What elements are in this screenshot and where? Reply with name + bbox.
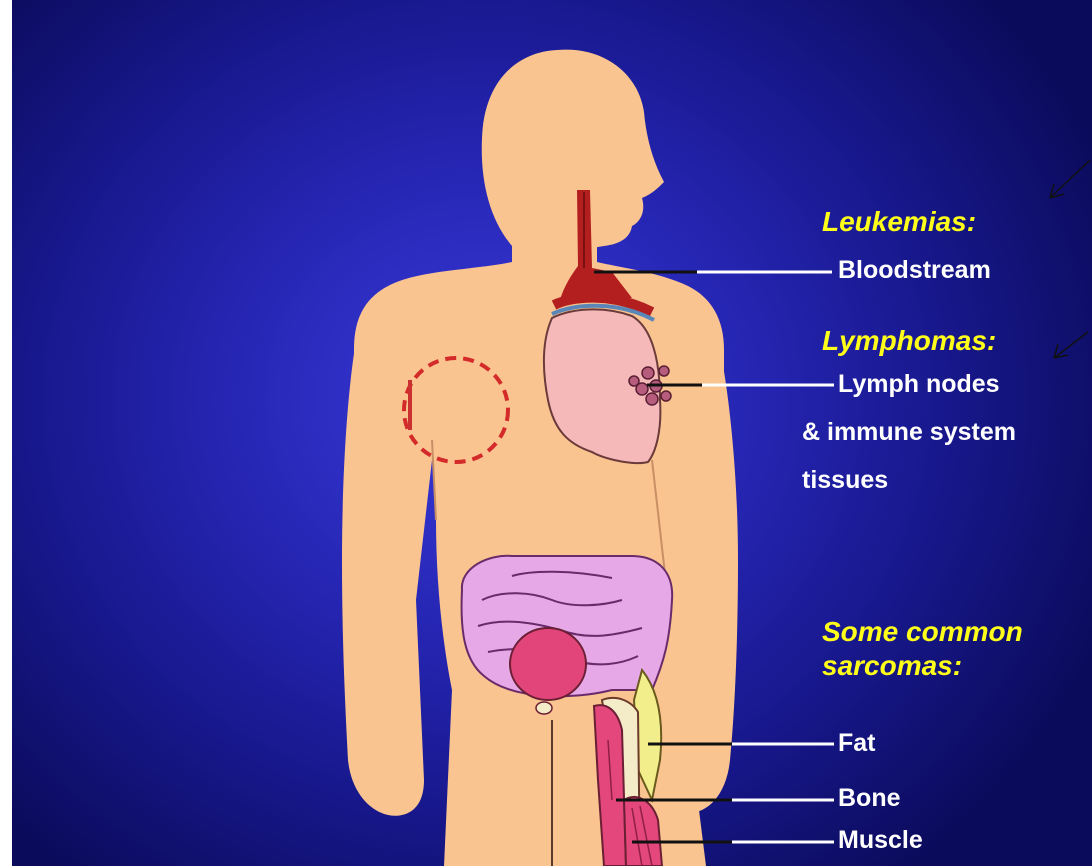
bladder — [510, 628, 586, 700]
sarcomas-heading-line2: sarcomas: — [822, 652, 962, 680]
head — [482, 50, 664, 248]
diagram-panel: Leukemias: Bloodstream Lymphomas: Lymph … — [12, 0, 1092, 866]
immune-system-label: & immune system — [802, 420, 1016, 445]
leukemias-arrow-icon — [1050, 160, 1090, 198]
muscle-label: Muscle — [838, 828, 923, 853]
annotation-arrows — [1050, 160, 1090, 358]
leukemias-heading: Leukemias: — [822, 208, 976, 236]
fat-label: Fat — [838, 731, 876, 756]
lymph-nodes-label: Lymph nodes — [838, 372, 1000, 397]
bone-label: Bone — [838, 786, 901, 811]
sarcomas-heading-line1: Some common — [822, 618, 1023, 646]
lymphomas-arrow-icon — [1054, 332, 1088, 358]
lymphomas-heading: Lymphomas: — [822, 327, 996, 355]
arm-left — [342, 330, 436, 816]
bladder-outlet — [536, 702, 552, 714]
bloodstream-label: Bloodstream — [838, 258, 991, 283]
tissues-label: tissues — [802, 468, 888, 493]
